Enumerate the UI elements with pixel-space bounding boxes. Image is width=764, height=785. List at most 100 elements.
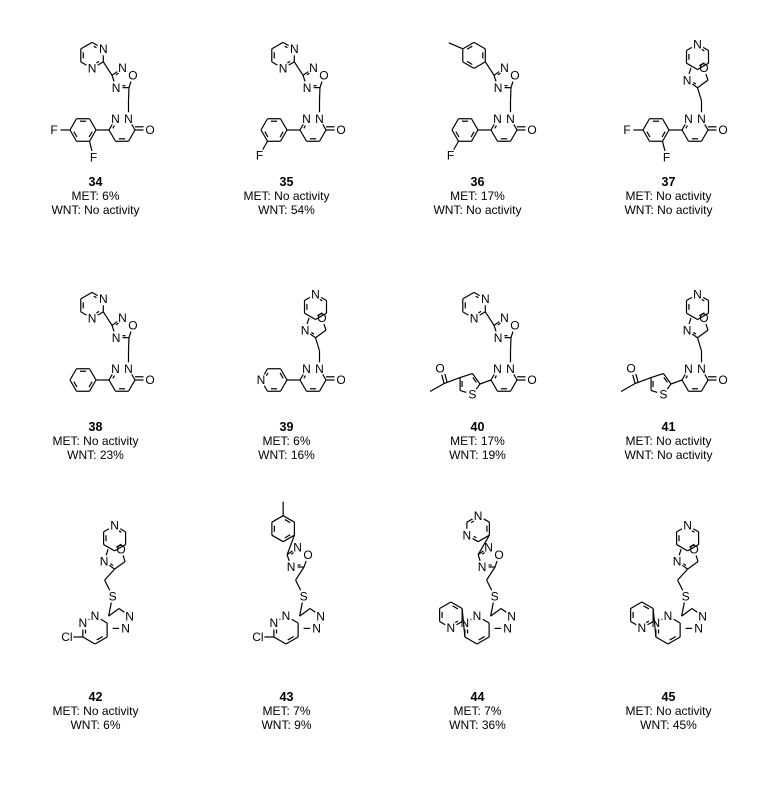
bond-line (279, 618, 281, 621)
double-bond-line (698, 62, 705, 67)
bond-line (509, 129, 518, 142)
double-bond-line (478, 635, 486, 641)
nitrogen-atom: N (100, 555, 109, 569)
bond-line (688, 67, 692, 75)
nitrogen-atom: N (463, 528, 472, 542)
bond-line (456, 620, 463, 626)
bond-line (94, 636, 108, 645)
bond-line (510, 331, 514, 338)
fluorine-atom: F (90, 150, 97, 164)
bond-line (462, 61, 475, 69)
nitrogen-atom: N (118, 61, 127, 75)
nitrogen-atom: N (287, 560, 296, 574)
bond-line (697, 312, 709, 321)
bond-line (652, 608, 657, 638)
bond-line (69, 368, 78, 381)
wnt-activity: WNT: 23% (67, 448, 124, 462)
double-bond-line (116, 543, 122, 548)
bond-line (630, 601, 643, 610)
bond-line (282, 41, 289, 47)
oxygen-atom: O (718, 123, 727, 137)
bond-line (118, 608, 125, 613)
nitrogen-atom: N (112, 81, 121, 95)
bond-line (493, 321, 500, 326)
bond-line (105, 549, 109, 556)
nitrogen-atom: N (474, 509, 483, 523)
sulfur-atom: S (682, 589, 690, 603)
compound-number: 38 (88, 420, 103, 434)
double-bond-line (691, 530, 695, 533)
double-bond-line (88, 381, 93, 388)
fluorine-atom: F (623, 123, 630, 137)
double-bond-line (466, 45, 473, 50)
bond-line (473, 61, 486, 69)
bond-line (667, 636, 681, 645)
nitrogen-atom: N (121, 622, 130, 636)
bond-line (462, 291, 475, 300)
oxygen-atom: O (336, 123, 345, 137)
nitrogen-atom: N (309, 61, 318, 75)
bond-line (128, 81, 132, 88)
bond-line (114, 561, 126, 570)
nitrogen-atom: N (99, 292, 108, 306)
nitrogen-atom: N (683, 323, 692, 337)
double-bond-line (303, 125, 306, 129)
wnt-activity: WNT: 19% (449, 448, 506, 462)
double-bond-line (265, 372, 269, 376)
bond-line (691, 83, 698, 89)
bond-line (475, 383, 481, 390)
double-bond-line (663, 377, 668, 383)
bond-line (309, 333, 316, 339)
bond-line (509, 379, 518, 392)
bond-line (306, 317, 310, 325)
double-bond-line (494, 125, 497, 129)
bond-line (322, 124, 327, 131)
nitrogen-atom: N (293, 540, 302, 554)
bond-line (700, 379, 709, 392)
bond-line (80, 311, 87, 316)
bond-line (470, 118, 479, 131)
met-activity: MET: 6% (262, 434, 311, 448)
bond-line (620, 383, 636, 393)
double-bond-line (73, 381, 78, 388)
bond-line (263, 385, 269, 392)
bond-line (697, 79, 709, 89)
bond-line (439, 620, 446, 626)
nitrogen-atom: N (303, 81, 312, 95)
wnt-activity: WNT: 16% (258, 448, 315, 462)
bond-line (459, 372, 473, 379)
bond-line (91, 291, 98, 297)
met-activity: MET: No activity (625, 189, 712, 203)
nitrogen-atom: N (683, 519, 692, 533)
compound-number: 39 (279, 420, 294, 434)
bond-line (260, 118, 269, 131)
bond-line (490, 374, 495, 381)
bond-line (323, 323, 327, 331)
bond-line (647, 620, 654, 626)
nitrogen-atom: N (484, 540, 493, 554)
bond-line (483, 518, 490, 523)
bond-line (69, 129, 78, 142)
nitrogen-atom: N (500, 311, 509, 325)
nitrogen-atom: N (494, 81, 503, 95)
bond-line (128, 331, 132, 338)
bond-line (273, 636, 287, 645)
bond-line (88, 379, 97, 392)
double-bond-line (444, 373, 448, 383)
bond-line (493, 71, 500, 76)
double-bond-line (685, 125, 688, 129)
bond-line (705, 323, 709, 331)
bond-line (322, 374, 327, 381)
double-bond-line (112, 375, 115, 379)
nitrogen-atom: N (503, 622, 512, 636)
nitrogen-atom: N (124, 362, 133, 376)
